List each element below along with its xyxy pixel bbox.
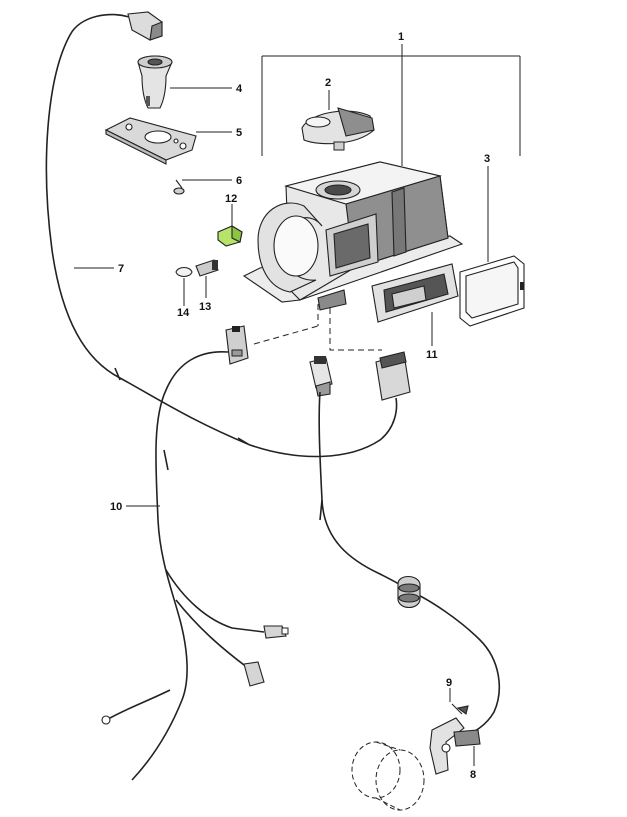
callout-1: 1 [398,31,404,43]
callout-12: 12 [225,193,237,205]
reference-cylinder-dashed [351,741,425,811]
bulb-holder-part-13 [195,259,219,277]
housing-part-1 [242,161,464,311]
callout-2: 2 [325,77,331,89]
bulb-part-14 [175,266,193,278]
leader-lines [74,44,521,766]
gasket-plate-part-5 [104,117,197,165]
harness-10 [109,351,265,781]
harness-10-ring-terminal [101,715,111,725]
callout-5: 5 [236,127,242,139]
lens-frame-part-3 [459,255,525,327]
callout-6: 6 [236,175,242,187]
callout-7: 7 [118,263,124,275]
cable-7-plug [127,11,163,41]
harness-10-terminal-b [243,661,265,687]
cable-7 [45,13,398,458]
callout-8: 8 [470,769,476,781]
callout-13: 13 [199,301,211,313]
cable-8 [318,391,500,739]
callout-9: 9 [446,677,452,689]
clip-part-12 [217,225,243,247]
bracket-plate-part-11 [371,263,459,323]
lamp-socket-part-4 [137,55,173,109]
callout-14: 14 [177,307,190,319]
harness-10-connector [225,325,249,365]
callout-11: 11 [426,349,438,361]
cap-part-2 [301,107,375,151]
screw-part-9 [451,703,469,715]
screw-part-6 [173,179,185,195]
cable-8-grommet [397,575,421,609]
door-switch-part-8 [429,717,481,775]
cable-8-connector [309,356,333,397]
callout-4: 4 [236,83,243,95]
dashed-assembly-lines [253,304,382,351]
callout-10: 10 [110,501,122,513]
cable-7-connector [375,351,411,401]
callout-3: 3 [484,153,490,165]
harness-10-terminal-a [263,625,289,639]
